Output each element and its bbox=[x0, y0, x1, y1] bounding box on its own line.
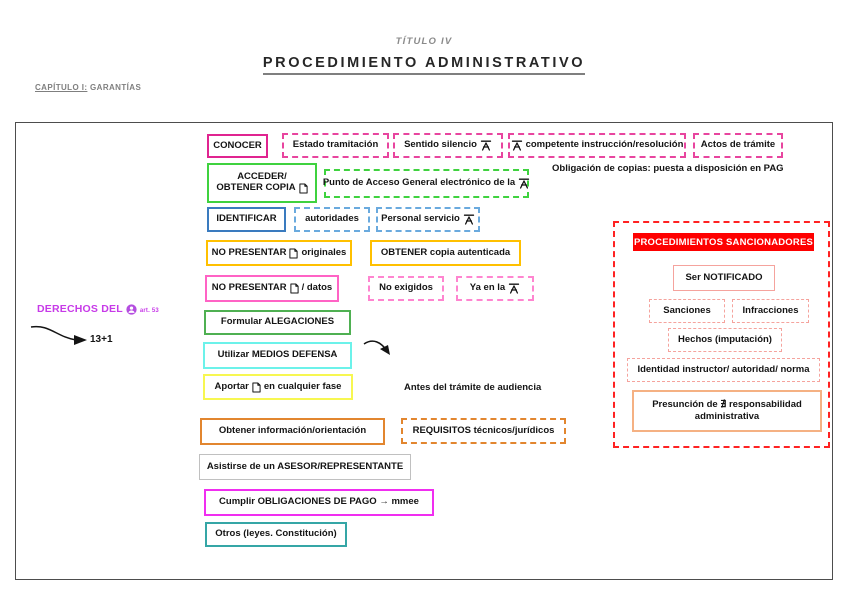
box-presuncion-line2: administrativa bbox=[694, 410, 760, 422]
box-nopres2-pre: NO PRESENTAR bbox=[211, 282, 287, 294]
note-antes-audiencia: Antes del trámite de audiencia bbox=[404, 382, 542, 393]
box-requisitos: REQUISITOS técnicos/jurídicos bbox=[401, 418, 566, 444]
panel-procedimientos-sancionadores: PROCEDIMIENTOS SANCIONADORES Ser NOTIFIC… bbox=[613, 221, 830, 448]
document-icon bbox=[289, 283, 299, 294]
box-nopres2-post: / datos bbox=[301, 282, 333, 294]
box-obtener-info-label: Obtener información/orientación bbox=[218, 425, 367, 437]
box-formular-label: Formular ALEGACIONES bbox=[220, 316, 335, 328]
box-punto-acceso: Punto de Acceso General electrónico de l… bbox=[322, 169, 530, 198]
box-notificado-label: Ser NOTIFICADO bbox=[685, 271, 763, 283]
box-obtener-copia-label: OBTENER copia autenticada bbox=[380, 246, 511, 258]
chapter-value: GARANTÍAS bbox=[90, 83, 142, 92]
box-punto-label: Punto de Acceso General electrónico de l… bbox=[322, 177, 516, 189]
box-autoridades: autoridades bbox=[294, 207, 370, 232]
box-ya-en-la: Ya en la bbox=[456, 276, 534, 301]
box-estado-label: Estado tramitación bbox=[292, 139, 379, 151]
box-acceder-copia: ACCEDER/ OBTENER COPIA bbox=[207, 163, 317, 203]
administracion-icon bbox=[480, 140, 492, 151]
box-sanciones-label: Sanciones bbox=[663, 304, 711, 316]
page-title: PROCEDIMIENTO ADMINISTRATIVO bbox=[262, 55, 586, 75]
box-no-presentar-datos: NO PRESENTAR / datos bbox=[205, 275, 339, 302]
box-competente: competente instrucción/resolución bbox=[508, 133, 686, 158]
box-medios-defensa: Utilizar MEDIOS DEFENSA bbox=[203, 342, 352, 369]
derechos-del-label: DERECHOS DEL art. 53 bbox=[37, 303, 159, 315]
box-identidad-instructor: Identidad instructor/ autoridad/ norma bbox=[627, 358, 820, 382]
box-estado-tramitacion: Estado tramitación bbox=[282, 133, 389, 158]
box-requisitos-label: REQUISITOS técnicos/jurídicos bbox=[412, 424, 555, 436]
box-acceder-line2: OBTENER COPIA bbox=[216, 182, 296, 194]
box-sentido-label: Sentido silencio bbox=[404, 139, 477, 151]
box-actos-label: Actos de trámite bbox=[700, 139, 776, 151]
interesado-icon bbox=[126, 303, 137, 315]
derechos-article: art. 53 bbox=[139, 308, 159, 314]
box-competente-label: competente instrucción/resolución bbox=[525, 139, 684, 151]
chapter-heading: CAPÍTULO I: GARANTÍAS bbox=[35, 83, 141, 92]
box-aportar: Aportar en cualquier fase bbox=[203, 374, 353, 400]
box-infracciones-label: Infracciones bbox=[742, 304, 799, 316]
box-otros-label: Otros (leyes. Constitución) bbox=[215, 528, 337, 540]
box-hechos-label: Hechos (imputación) bbox=[678, 333, 772, 345]
box-aportar-post: en cualquier fase bbox=[263, 380, 342, 392]
box-sanciones: Sanciones bbox=[649, 299, 725, 323]
administracion-icon bbox=[508, 283, 520, 294]
box-conocer: CONOCER bbox=[207, 134, 268, 158]
box-sentido-silencio: Sentido silencio bbox=[393, 133, 503, 158]
medios-arrow-icon bbox=[363, 340, 390, 355]
box-actos-tramite: Actos de trámite bbox=[693, 133, 783, 158]
box-personal-label: Personal servicio bbox=[381, 213, 460, 225]
box-no-presentar-originales: NO PRESENTAR originales bbox=[206, 240, 352, 266]
administracion-icon bbox=[511, 140, 523, 151]
page-title-wrap: PROCEDIMIENTO ADMINISTRATIVO bbox=[0, 54, 848, 75]
box-no-exigidos-label: No exigidos bbox=[379, 282, 433, 294]
box-formular-alegaciones: Formular ALEGACIONES bbox=[204, 310, 351, 335]
box-identificar-label: IDENTIFICAR bbox=[216, 213, 277, 225]
box-nopres1-pre: NO PRESENTAR bbox=[211, 246, 287, 258]
note-obligacion-copias: Obligación de copias: puesta a disposici… bbox=[552, 163, 784, 174]
box-ya-en-la-label: Ya en la bbox=[469, 282, 506, 294]
box-personal-servicio: Personal servicio bbox=[376, 207, 480, 232]
document-icon bbox=[252, 382, 261, 393]
box-hechos-imputacion: Hechos (imputación) bbox=[668, 328, 782, 352]
box-presuncion-line1: Presunción de ∄ responsabilidad bbox=[652, 398, 802, 410]
panel-sancionadores-title: PROCEDIMIENTOS SANCIONADORES bbox=[633, 233, 814, 251]
box-otros: Otros (leyes. Constitución) bbox=[205, 522, 347, 547]
box-no-exigidos: No exigidos bbox=[368, 276, 444, 301]
box-infracciones: Infracciones bbox=[732, 299, 809, 323]
box-identidad-label: Identidad instructor/ autoridad/ norma bbox=[637, 363, 810, 375]
box-obtener-informacion: Obtener información/orientación bbox=[200, 418, 385, 445]
box-obligaciones-pago: Cumplir OBLIGACIONES DE PAGO → mmee bbox=[204, 489, 434, 516]
derechos-arrow-icon bbox=[30, 325, 87, 345]
document-icon bbox=[298, 183, 308, 194]
derechos-del-text: DERECHOS DEL bbox=[37, 303, 123, 315]
box-conocer-label: CONOCER bbox=[213, 139, 262, 151]
box-acceder-line2-wrap: OBTENER COPIA bbox=[216, 182, 308, 194]
supertitle: TÍTULO IV bbox=[395, 36, 453, 47]
box-ser-notificado: Ser NOTIFICADO bbox=[673, 265, 775, 291]
box-asesor: Asistirse de un ASESOR/REPRESENTANTE bbox=[199, 454, 411, 480]
box-autoridades-label: autoridades bbox=[305, 213, 359, 225]
administracion-icon bbox=[463, 214, 475, 225]
administracion-icon bbox=[518, 178, 530, 189]
derechos-count: 13+1 bbox=[90, 334, 113, 345]
box-medios-label: Utilizar MEDIOS DEFENSA bbox=[217, 349, 338, 361]
box-pago-label: Cumplir OBLIGACIONES DE PAGO → mmee bbox=[219, 496, 419, 508]
box-acceder-line1: ACCEDER/ bbox=[237, 170, 287, 182]
document-icon bbox=[289, 248, 299, 259]
chapter-label: CAPÍTULO I: bbox=[35, 83, 88, 92]
box-aportar-pre: Aportar bbox=[214, 380, 249, 392]
box-nopres1-post: originales bbox=[301, 246, 347, 258]
box-identificar: IDENTIFICAR bbox=[207, 207, 286, 232]
box-presuncion: Presunción de ∄ responsabilidad administ… bbox=[632, 390, 822, 432]
box-asesor-label: Asistirse de un ASESOR/REPRESENTANTE bbox=[206, 460, 404, 472]
box-obtener-copia-autenticada: OBTENER copia autenticada bbox=[370, 240, 521, 266]
